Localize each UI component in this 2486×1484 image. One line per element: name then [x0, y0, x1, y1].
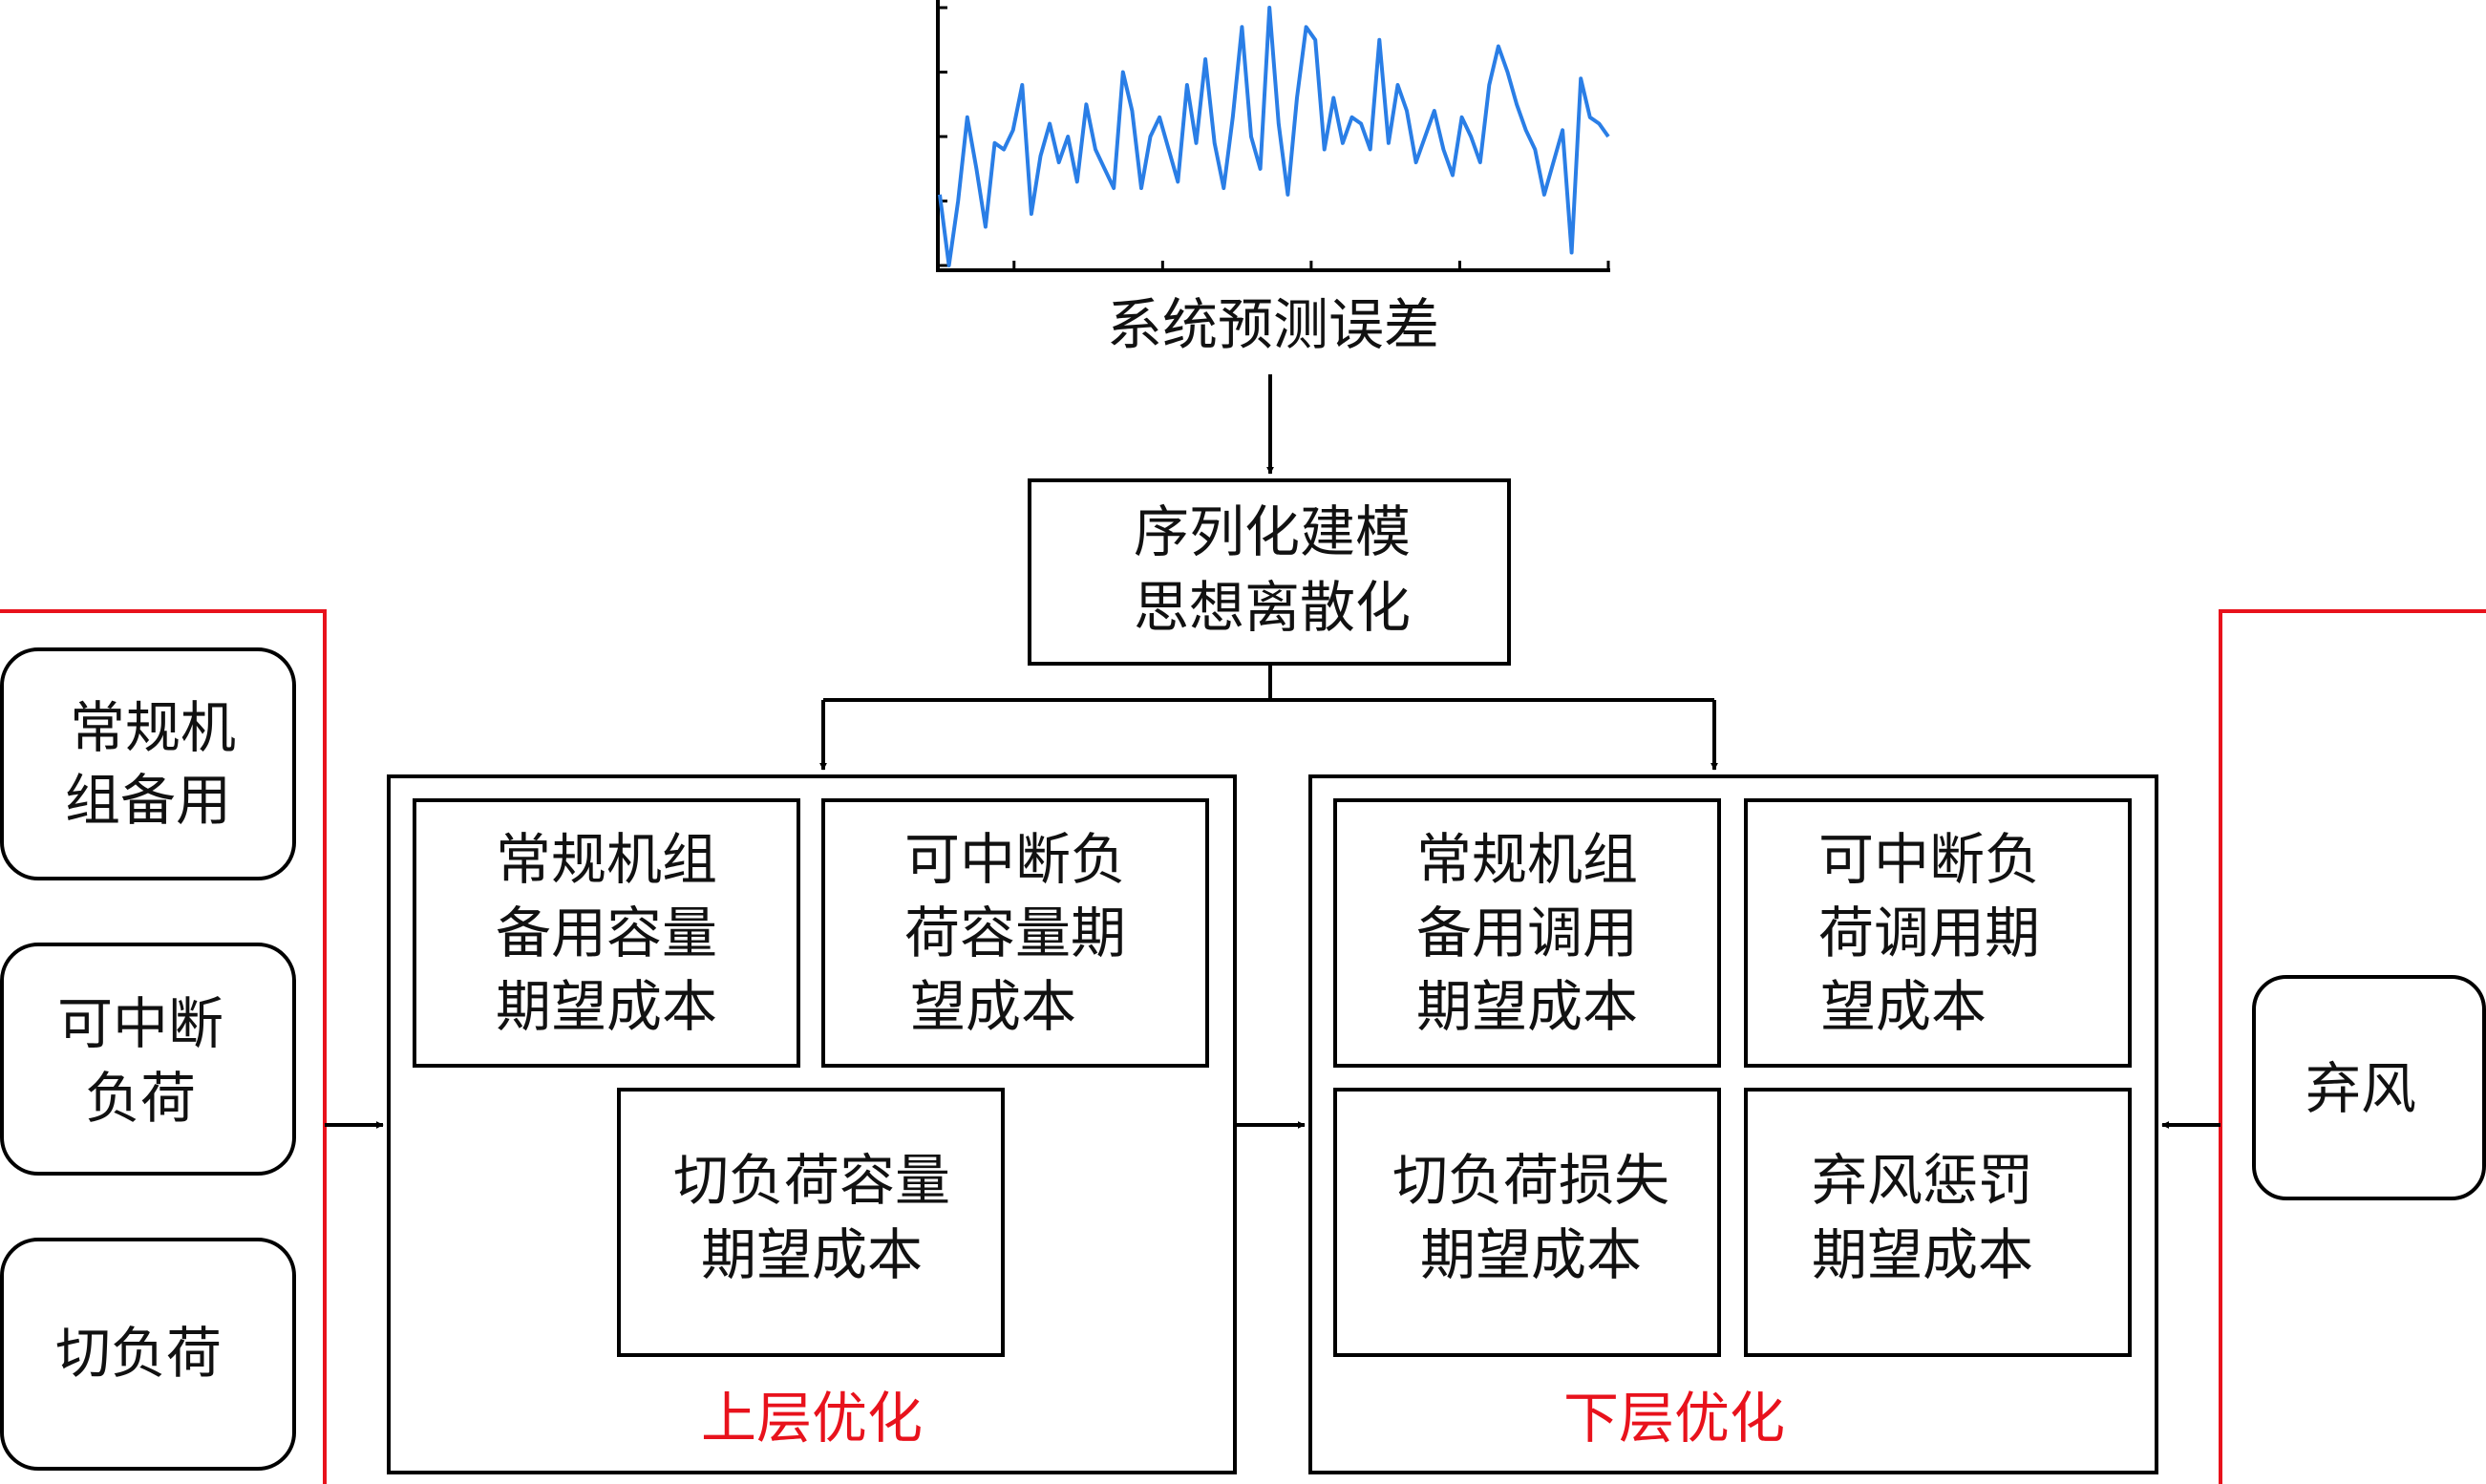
lower-box4-line1: 弃风惩罚	[1812, 1148, 2033, 1213]
lower-optimization: 常规机组 备用调用 期望成本 可中断负 荷调用期 望成本 切负荷损失 期望成本 …	[1308, 774, 2158, 1474]
left-red-bracket	[0, 609, 327, 1484]
lower-box2-line2: 荷调用期	[1818, 901, 2040, 965]
lower-box1-line3: 期望成本	[1416, 974, 1638, 1039]
left-item-reserve: 常规机 组备用	[0, 647, 296, 880]
lower-box4-line2: 期望成本	[1812, 1222, 2033, 1287]
right-red-bracket	[2219, 609, 2486, 1484]
upper-box3-line1: 切负荷容量	[673, 1148, 950, 1213]
chart-xlabel: 系统预测误差	[1107, 292, 1439, 357]
lower-box3-line2: 期望成本	[1420, 1222, 1642, 1287]
seq-box-line1: 序列化建模	[1134, 499, 1411, 564]
upper-box2-line3: 望成本	[910, 974, 1076, 1039]
upper-box3-line2: 期望成本	[701, 1222, 923, 1287]
chart-ticks	[938, 6, 1610, 270]
error-series-line	[938, 6, 1610, 267]
lower-box3-line1: 切负荷损失	[1392, 1148, 1669, 1213]
left-item-load-shedding-line1: 切负荷	[55, 1321, 222, 1386]
left-item-interruptible-line2: 负荷	[85, 1066, 196, 1131]
left-item-reserve-line1: 常规机	[70, 695, 236, 760]
right-item-label: 弃风	[2305, 1056, 2416, 1121]
upper-optimization: 常规机组 备用容量 期望成本 可中断负 荷容量期 望成本 切负荷容量 期望成本 …	[387, 774, 1237, 1474]
upper-box1-line3: 期望成本	[496, 974, 717, 1039]
seq-modeling-box: 序列化建模 思想离散化	[1028, 478, 1511, 666]
left-item-interruptible: 可中断 负荷	[0, 943, 296, 1176]
lower-box1-line2: 备用调用	[1416, 901, 1638, 965]
lower-box1-line1: 常规机组	[1416, 827, 1638, 892]
seq-box-line2: 思想离散化	[1134, 575, 1411, 640]
error-chart: 系统预测误差	[936, 0, 1610, 357]
lower-box2-line1: 可中断负	[1818, 827, 2040, 892]
left-item-interruptible-line1: 可中断	[57, 991, 223, 1056]
right-item-wind-curtailment: 弃风	[2252, 975, 2486, 1200]
upper-title: 上层优化	[701, 1386, 923, 1451]
left-item-load-shedding: 切负荷	[0, 1238, 296, 1471]
upper-box1-line2: 备用容量	[496, 901, 717, 965]
lower-title: 下层优化	[1563, 1386, 1785, 1451]
left-item-reserve-line2: 组备用	[65, 768, 231, 833]
upper-box2-line1: 可中断负	[904, 827, 1126, 892]
upper-box1-line1: 常规机组	[496, 827, 717, 892]
lower-box2-line3: 望成本	[1820, 974, 1987, 1039]
upper-box2-line2: 荷容量期	[904, 901, 1126, 965]
